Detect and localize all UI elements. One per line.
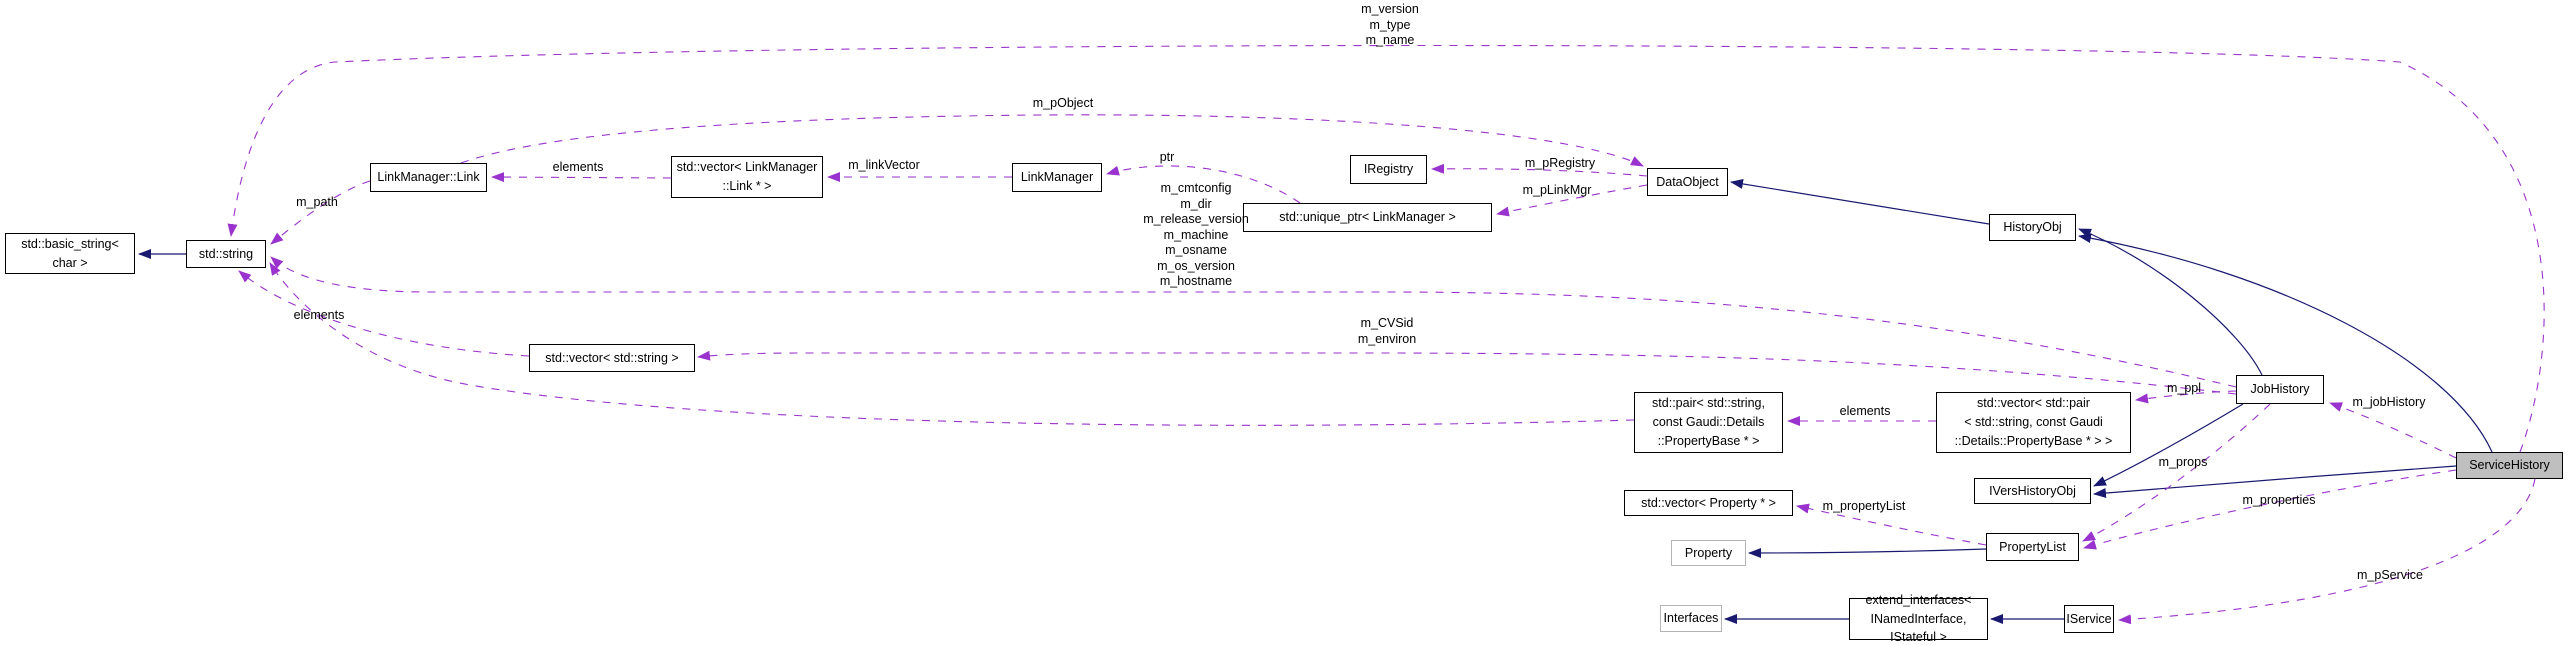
edge-label-servicehistory-uses-string: m_version m_type m_name	[1361, 2, 1419, 47]
edge-label-vector-pair-uses-pair: elements	[1839, 404, 1891, 418]
edge-linkmanager-link-uses-dataobject	[460, 114, 1644, 167]
node-basic-string[interactable]: std::basic_string< char >	[5, 233, 135, 274]
edge-propertylist-inherits-property	[1748, 547, 1987, 558]
edge-jobhistory-uses-vector-string	[697, 350, 2237, 395]
node-ivershistoryobj[interactable]: IVersHistoryObj	[1974, 478, 2091, 504]
edge-label-servicehistory-uses-jobhistory: m_jobHistory	[2352, 395, 2426, 409]
node-historyobj[interactable]: HistoryObj	[1989, 214, 2076, 241]
edge-propertylist-uses-vector-property	[1796, 503, 1987, 546]
node-propertylist[interactable]: PropertyList	[1986, 533, 2079, 561]
node-vector-property[interactable]: std::vector< Property * >	[1624, 490, 1793, 516]
node-linkmanager[interactable]: LinkManager	[1012, 163, 1102, 192]
edge-layer	[138, 44, 2545, 625]
edge-label-jobhistory-uses-vector-pair: m_ppl	[2166, 381, 2202, 395]
edge-label-propertylist-uses-vector-property: m_propertyList	[1822, 499, 1906, 513]
edge-label-dataobject-uses-unique-ptr: m_pLinkMgr	[1522, 183, 1592, 197]
edge-jobhistory-uses-propertylist	[2082, 403, 2271, 542]
edge-pair-uses-string	[269, 262, 1635, 426]
node-iservice[interactable]: IService	[2064, 605, 2114, 633]
edge-label-jobhistory-uses-string: m_cmtconfig m_dir m_release_version m_ma…	[1143, 181, 1249, 288]
edge-label-vector-string-uses-string: elements	[293, 308, 345, 322]
edge-label-jobhistory-uses-vector-string: m_CVSid m_environ	[1357, 316, 1417, 346]
node-vector-pair-propertybase[interactable]: std::vector< std::pair < std::string, co…	[1936, 392, 2131, 453]
edge-label-dataobject-uses-iregistry: m_pRegistry	[1524, 156, 1596, 170]
node-jobhistory[interactable]: JobHistory	[2236, 375, 2324, 404]
node-iregistry[interactable]: IRegistry	[1350, 155, 1427, 184]
edge-servicehistory-inherits-historyobj	[2078, 233, 2493, 453]
edge-servicehistory-uses-string	[227, 44, 2545, 453]
edge-jobhistory-inherits-ivershistoryobj	[2093, 403, 2244, 487]
edge-jobhistory-inherits-historyobj	[2078, 228, 2263, 376]
node-vector-linkmanager-link[interactable]: std::vector< LinkManager ::Link * >	[671, 156, 823, 198]
node-pair-string-propertybase[interactable]: std::pair< std::string, const Gaudi::Det…	[1634, 392, 1783, 453]
edge-label-unique-ptr-uses-linkmanager: ptr	[1159, 150, 1175, 164]
node-interfaces[interactable]: Interfaces	[1660, 605, 1722, 632]
edge-servicehistory-uses-propertylist	[2083, 469, 2457, 550]
edge-vector-string-uses-string	[238, 270, 530, 357]
edge-dataobject-uses-unique-ptr	[1496, 184, 1648, 217]
edge-unique-ptr-uses-linkmanager	[1106, 165, 1301, 204]
edge-linkmanager-link-uses-string	[270, 180, 371, 245]
node-extend-interfaces[interactable]: extend_interfaces< INamedInterface, ISta…	[1849, 593, 1988, 644]
node-unique-ptr-linkmanager[interactable]: std::unique_ptr< LinkManager >	[1243, 203, 1492, 232]
node-servicehistory: ServiceHistory	[2456, 452, 2563, 479]
edge-jobhistory-uses-vector-pair	[2135, 390, 2237, 404]
edge-servicehistory-uses-iservice	[2118, 478, 2536, 625]
node-property[interactable]: Property	[1671, 540, 1746, 566]
edge-label-vector-link-uses-linkmanager-link: elements	[552, 160, 604, 174]
edge-label-linkmanager-uses-vector-link: m_linkVector	[848, 158, 920, 172]
node-dataobject[interactable]: DataObject	[1647, 168, 1728, 196]
edge-historyobj-inherits-dataobject	[1730, 178, 1990, 225]
edge-label-jobhistory-uses-propertylist: m_props	[2158, 455, 2208, 469]
node-std-string[interactable]: std::string	[186, 240, 266, 268]
edge-servicehistory-inherits-ivershistoryobj	[2093, 465, 2457, 499]
edge-label-linkmanager-link-uses-dataobject: m_pObject	[1032, 96, 1094, 110]
edge-label-linkmanager-link-uses-string: m_path	[296, 195, 338, 209]
edge-servicehistory-uses-jobhistory	[2329, 402, 2457, 459]
edge-label-servicehistory-uses-propertylist: m_properties	[2242, 493, 2316, 507]
node-vector-string[interactable]: std::vector< std::string >	[529, 344, 695, 372]
edge-label-servicehistory-uses-iservice: m_pService	[2357, 568, 2423, 582]
edge-vector-link-uses-linkmanager-link	[491, 172, 672, 183]
node-linkmanager-link[interactable]: LinkManager::Link	[370, 163, 487, 192]
